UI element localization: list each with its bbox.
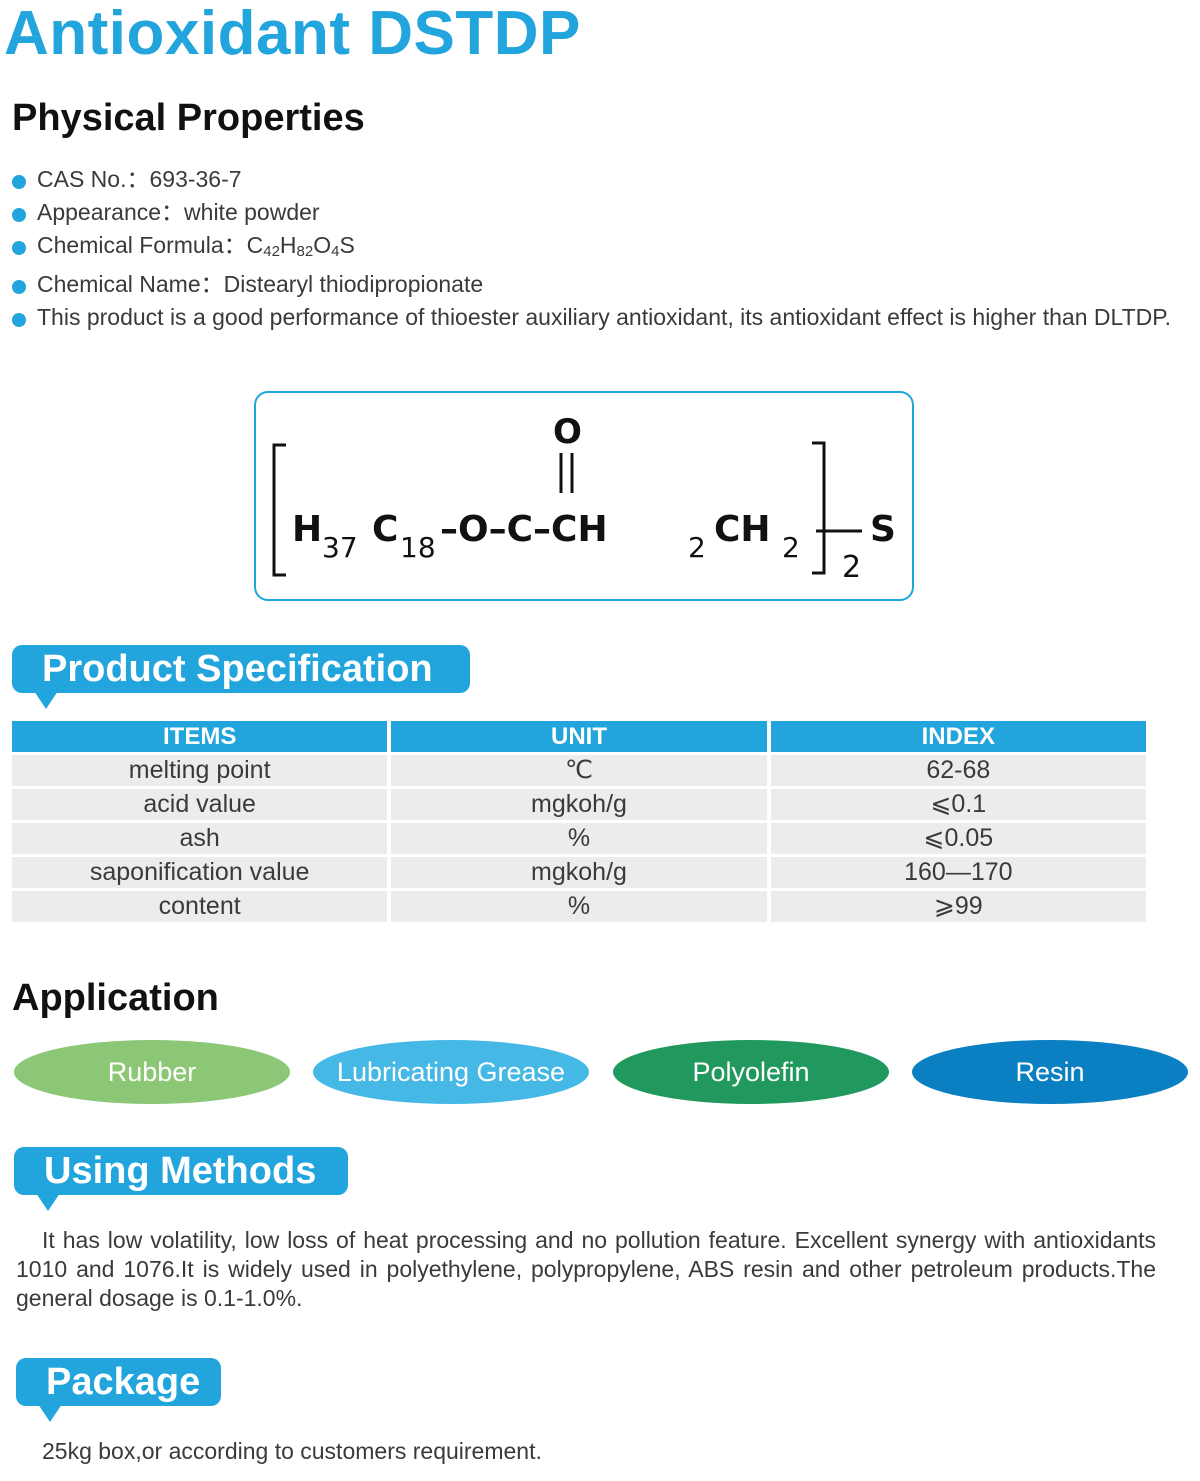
property-appearance: Appearance：white powder (12, 196, 1172, 229)
sub-2b: 2 (782, 531, 800, 564)
cell-item: content (12, 891, 388, 922)
cell-unit: mgkoh/g (391, 857, 767, 888)
column-header-index: INDEX (770, 721, 1146, 752)
bullet-icon (12, 208, 26, 222)
cell-item: melting point (12, 755, 388, 786)
table-row: ash % ⩽0.05 (12, 823, 1146, 854)
cell-item: ash (12, 823, 388, 854)
specification-table: ITEMS UNIT INDEX melting point ℃ 62-68 a… (8, 718, 1150, 925)
physical-properties-heading: Physical Properties (12, 97, 365, 139)
application-polyolefin: Polyolefin (613, 1040, 889, 1104)
structural-formula-drawing: O H 37 C 18 –O–C–CH 2 CH 2 2 S (272, 412, 896, 585)
property-formula: Chemical Formula：C42H82O4S (12, 229, 1172, 268)
cell-unit: % (391, 891, 767, 922)
cell-unit: mgkoh/g (391, 789, 767, 820)
bullet-icon (12, 280, 26, 294)
table-row: content % ⩾99 (12, 891, 1146, 922)
chemical-formula: C42H82O4S (246, 232, 355, 260)
cell-index: ⩽0.05 (770, 823, 1146, 854)
table-row: saponification value mgkoh/g 160—170 (12, 857, 1146, 888)
application-resin: Resin (912, 1040, 1188, 1104)
cell-index: ⩾99 (770, 891, 1146, 922)
cell-index: ⩽0.1 (770, 789, 1146, 820)
property-description: This product is a good performance of th… (12, 301, 1172, 334)
tag-pointer-icon (38, 1404, 62, 1422)
right-bracket (812, 441, 826, 575)
bullet-icon (12, 175, 26, 189)
table-row: acid value mgkoh/g ⩽0.1 (12, 789, 1146, 820)
cell-index: 160—170 (770, 857, 1146, 888)
column-header-unit: UNIT (391, 721, 767, 752)
package-text: 25kg box,or according to customers requi… (42, 1438, 542, 1464)
table-row: melting point ℃ 62-68 (12, 755, 1146, 786)
product-specification-heading: Product Specification (12, 645, 470, 709)
atom-ch: CH (714, 509, 771, 550)
application-heading: Application (12, 977, 219, 1019)
sub-2a: 2 (688, 531, 706, 564)
page-title: Antioxidant DSTDP (4, 0, 581, 68)
sub-37: 37 (322, 531, 358, 564)
property-cas: CAS No.：693-36-7 (12, 163, 1172, 196)
bracket-subscript: 2 (842, 550, 861, 585)
ester-chain: –O–C–CH (440, 509, 608, 550)
cell-unit: ℃ (391, 755, 767, 786)
carbonyl-oxygen: O (553, 412, 582, 452)
atom-s: S (870, 509, 896, 550)
cell-index: 62-68 (770, 755, 1146, 786)
using-methods-text: It has low volatility, low loss of heat … (16, 1227, 1156, 1311)
property-chemical-name: Chemical Name：Distearyl thiodipropionate (12, 268, 1172, 301)
using-methods-heading: Using Methods (14, 1147, 348, 1211)
package-heading: Package (16, 1358, 221, 1422)
tag-pointer-icon (36, 1193, 60, 1211)
structural-formula: O H 37 C 18 –O–C–CH 2 CH 2 2 S (254, 391, 914, 601)
physical-properties-list: CAS No.：693-36-7 Appearance：white powder… (12, 163, 1172, 334)
bullet-icon (12, 241, 26, 255)
application-rubber: Rubber (14, 1040, 290, 1104)
bullet-icon (12, 313, 26, 327)
left-bracket (272, 443, 286, 577)
tag-pointer-icon (34, 691, 58, 709)
atom-c: C (372, 509, 398, 550)
table-header-row: ITEMS UNIT INDEX (12, 721, 1146, 752)
cell-item: acid value (12, 789, 388, 820)
sub-18: 18 (400, 531, 436, 564)
cell-item: saponification value (12, 857, 388, 888)
column-header-items: ITEMS (12, 721, 388, 752)
cell-unit: % (391, 823, 767, 854)
atom-h: H (292, 509, 322, 550)
application-lubricating-grease: Lubricating Grease (313, 1040, 589, 1104)
